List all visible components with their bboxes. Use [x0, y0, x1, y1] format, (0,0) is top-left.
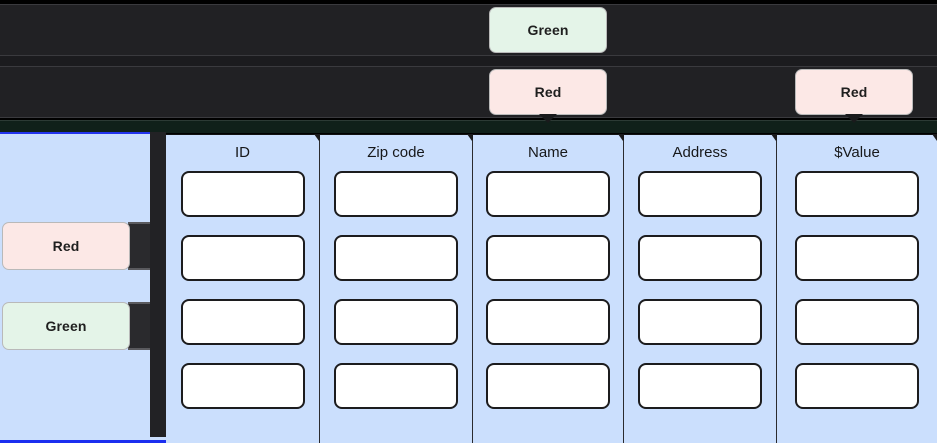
table-cell-input[interactable] [638, 363, 762, 409]
table-column: Zip code [320, 134, 477, 443]
left-blue-panel [0, 132, 166, 443]
tooltip-red-right-label: Red [840, 84, 868, 100]
dark-row-gap [0, 56, 937, 66]
table-cell-input[interactable] [334, 235, 458, 281]
tooltip-green-top: Green [489, 7, 607, 53]
table-cell-input[interactable] [486, 171, 610, 217]
tooltip-green-side: Green [2, 302, 130, 350]
column-header: Name [527, 144, 568, 161]
column-marker-icon [618, 134, 628, 141]
table-column: Address [624, 134, 781, 443]
form-table: ID Zip code Name Address $Value [166, 134, 937, 443]
tooltip-red-side: Red [2, 222, 130, 270]
column-marker-icon [771, 134, 781, 141]
table-cell-input[interactable] [180, 363, 305, 409]
table-cell-input[interactable] [795, 363, 919, 409]
side-chip-shadow-red [128, 222, 150, 270]
tooltip-pointer-icon [539, 114, 557, 123]
tooltip-red-middle-label: Red [534, 84, 562, 100]
table-column: ID [166, 134, 324, 443]
tooltip-pointer-icon [845, 114, 863, 123]
tooltip-red-middle: Red [489, 69, 607, 123]
table-cell-input[interactable] [486, 299, 610, 345]
green-accent-band [0, 120, 937, 133]
tooltip-red-right: Red [795, 69, 913, 123]
tooltip-green-side-label: Green [45, 318, 87, 334]
column-header: Zip code [367, 144, 425, 161]
table-cell-input[interactable] [486, 363, 610, 409]
dark-vertical-strip [150, 132, 166, 437]
table-cell-input[interactable] [334, 363, 458, 409]
table-cell-input[interactable] [180, 299, 305, 345]
dark-row-1 [0, 4, 937, 56]
column-marker-icon [314, 134, 324, 141]
column-marker-icon [932, 134, 937, 141]
table-cell-input[interactable] [180, 171, 305, 217]
column-header: ID [235, 144, 250, 161]
side-chip-shadow-green [128, 302, 150, 350]
table-cell-input[interactable] [795, 299, 919, 345]
table-cell-input[interactable] [638, 171, 762, 217]
column-header: $Value [834, 144, 880, 161]
table-cell-input[interactable] [795, 235, 919, 281]
table-cell-input[interactable] [486, 235, 610, 281]
table-cell-input[interactable] [638, 299, 762, 345]
column-marker-icon [467, 134, 477, 141]
table-cell-input[interactable] [334, 171, 458, 217]
table-cell-input[interactable] [795, 171, 919, 217]
column-header: Address [672, 144, 728, 161]
table-cell-input[interactable] [334, 299, 458, 345]
table-cell-input[interactable] [638, 235, 762, 281]
table-cell-input[interactable] [180, 235, 305, 281]
tooltip-red-side-label: Red [52, 238, 80, 254]
tooltip-green-top-label: Green [527, 22, 569, 38]
dark-row-2 [0, 66, 937, 118]
table-column: $Value [777, 134, 937, 443]
table-column: Name [473, 134, 628, 443]
